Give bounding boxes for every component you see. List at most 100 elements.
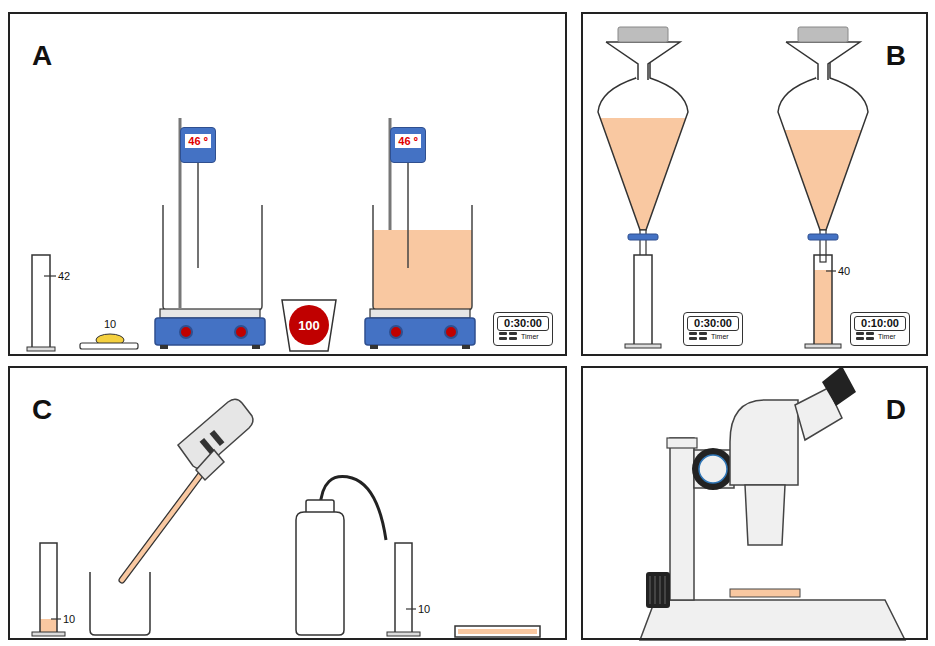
hot-plate-stirrer-sample-part bbox=[370, 345, 378, 349]
timer-button bbox=[699, 332, 707, 335]
separatory-funnel-2-part bbox=[805, 344, 841, 348]
stereo-microscope-part bbox=[692, 448, 734, 490]
stereo-microscope-part bbox=[650, 576, 665, 604]
stereo-microscope-part bbox=[699, 455, 727, 483]
hot-plate-stirrer-sample-part bbox=[365, 318, 475, 345]
step-panel: 0:30:00Timer0:10:00TimerB bbox=[581, 12, 928, 356]
step-panel: 46 º 46 º 0:30:00Timer A bbox=[8, 12, 567, 356]
hot-plate-stirrer-part bbox=[180, 326, 192, 338]
stereo-microscope-part bbox=[670, 438, 694, 600]
cylinder-empty-part bbox=[387, 632, 420, 636]
petri-dish bbox=[455, 626, 540, 637]
panel-letter: A bbox=[32, 42, 52, 70]
timer-button bbox=[866, 337, 874, 340]
timer-icon bbox=[689, 332, 707, 341]
hot-plate-stirrer-part bbox=[197, 160, 199, 268]
temperature-reading: 46 º bbox=[395, 134, 420, 148]
homogenizer-part bbox=[210, 430, 225, 446]
separatory-funnel-1 bbox=[598, 27, 688, 348]
separatory-funnel-1-part bbox=[634, 255, 652, 345]
separatory-funnel-2-part bbox=[778, 62, 868, 230]
step-panel: C bbox=[8, 366, 567, 640]
red-beaker-part bbox=[289, 305, 329, 345]
homogenizer-part bbox=[122, 458, 213, 580]
timer-box: 0:10:00Timer bbox=[850, 312, 910, 346]
timer-button bbox=[499, 337, 507, 340]
timer-label: Timer bbox=[854, 331, 906, 343]
step-panel: D bbox=[581, 366, 928, 640]
cylinder-empty bbox=[387, 543, 420, 636]
petri-dish-part bbox=[458, 629, 537, 634]
timer-button bbox=[689, 337, 697, 340]
separatory-funnel-1-part bbox=[606, 42, 680, 80]
timer-box: 0:30:00Timer bbox=[493, 312, 553, 346]
hot-plate-stirrer-sample-part bbox=[373, 230, 472, 310]
timer-button bbox=[856, 332, 864, 335]
thermometer-display: 46 º bbox=[180, 127, 215, 163]
hot-plate-stirrer-part bbox=[160, 309, 260, 318]
cylinder-42-part bbox=[44, 275, 56, 276]
panel-letter: C bbox=[32, 396, 52, 424]
stereo-microscope-part bbox=[730, 589, 800, 597]
cylinder-42 bbox=[27, 255, 56, 351]
separatory-funnel-2 bbox=[778, 27, 868, 348]
timer-time: 0:30:00 bbox=[497, 316, 549, 331]
separatory-funnel-1-part bbox=[598, 62, 688, 230]
volume-mark: 42 bbox=[58, 270, 70, 283]
separatory-funnel-1-part bbox=[618, 27, 668, 42]
separatory-funnel-2-part bbox=[808, 234, 838, 240]
hot-plate-stirrer-part bbox=[155, 318, 265, 345]
stereo-microscope-part bbox=[730, 400, 798, 485]
stereo-microscope-part bbox=[745, 485, 785, 545]
timer-button bbox=[509, 337, 517, 340]
separatory-funnel-2-part bbox=[786, 42, 860, 80]
timer-time: 0:30:00 bbox=[687, 316, 739, 331]
hot-plate-stirrer-sample-part bbox=[407, 160, 409, 268]
cylinder-sample bbox=[32, 543, 65, 636]
hot-plate-stirrer-part bbox=[252, 345, 260, 349]
homogenizer-part bbox=[122, 458, 213, 580]
panel-letter: D bbox=[886, 396, 906, 424]
hot-plate-stirrer-sample-part bbox=[445, 326, 457, 338]
cylinder-sample-part bbox=[32, 632, 65, 636]
cylinder-42-part bbox=[32, 255, 50, 348]
timer-time: 0:10:00 bbox=[854, 316, 906, 331]
hot-plate-stirrer-sample-part bbox=[390, 326, 402, 338]
cylinder-empty-part bbox=[395, 543, 412, 633]
cylinder-sample-part bbox=[40, 619, 57, 633]
volume-mark: 10 bbox=[63, 613, 75, 626]
homogenizer bbox=[90, 399, 253, 635]
panel-letter: B bbox=[886, 42, 906, 70]
timer-label: Timer bbox=[687, 331, 739, 343]
homogenizer-part bbox=[196, 450, 224, 480]
separatory-funnel-1-part bbox=[625, 344, 661, 348]
timer-button bbox=[509, 332, 517, 335]
hot-plate-stirrer-part bbox=[160, 345, 168, 349]
red-beaker-part bbox=[282, 300, 336, 351]
temperature-reading: 46 º bbox=[185, 134, 210, 148]
separatory-funnel-2-part bbox=[798, 27, 848, 42]
separatory-funnel-1-part bbox=[600, 118, 686, 230]
timer-icon bbox=[499, 332, 517, 341]
wash-bottle bbox=[296, 477, 386, 635]
red-beaker bbox=[282, 300, 336, 351]
hot-plate-stirrer-part bbox=[235, 326, 247, 338]
hot-plate-stirrer-sample-part bbox=[462, 345, 470, 349]
hot-plate-stirrer-sample-part bbox=[370, 309, 470, 318]
timer-button bbox=[499, 332, 507, 335]
weighing-dish-part bbox=[80, 343, 138, 349]
stereo-microscope-part bbox=[822, 366, 856, 406]
thermometer-display: 46 º bbox=[390, 127, 425, 163]
hot-plate-stirrer-part bbox=[163, 205, 262, 310]
timer-box: 0:30:00Timer bbox=[683, 312, 743, 346]
separatory-funnel-2-part bbox=[814, 255, 832, 345]
stereo-microscope-part bbox=[646, 572, 670, 608]
timer-icon bbox=[856, 332, 874, 341]
homogenizer-part bbox=[200, 438, 215, 454]
separatory-funnel-1-part bbox=[628, 234, 658, 240]
beaker-volume: 100 bbox=[298, 318, 320, 333]
timer-button bbox=[689, 332, 697, 335]
